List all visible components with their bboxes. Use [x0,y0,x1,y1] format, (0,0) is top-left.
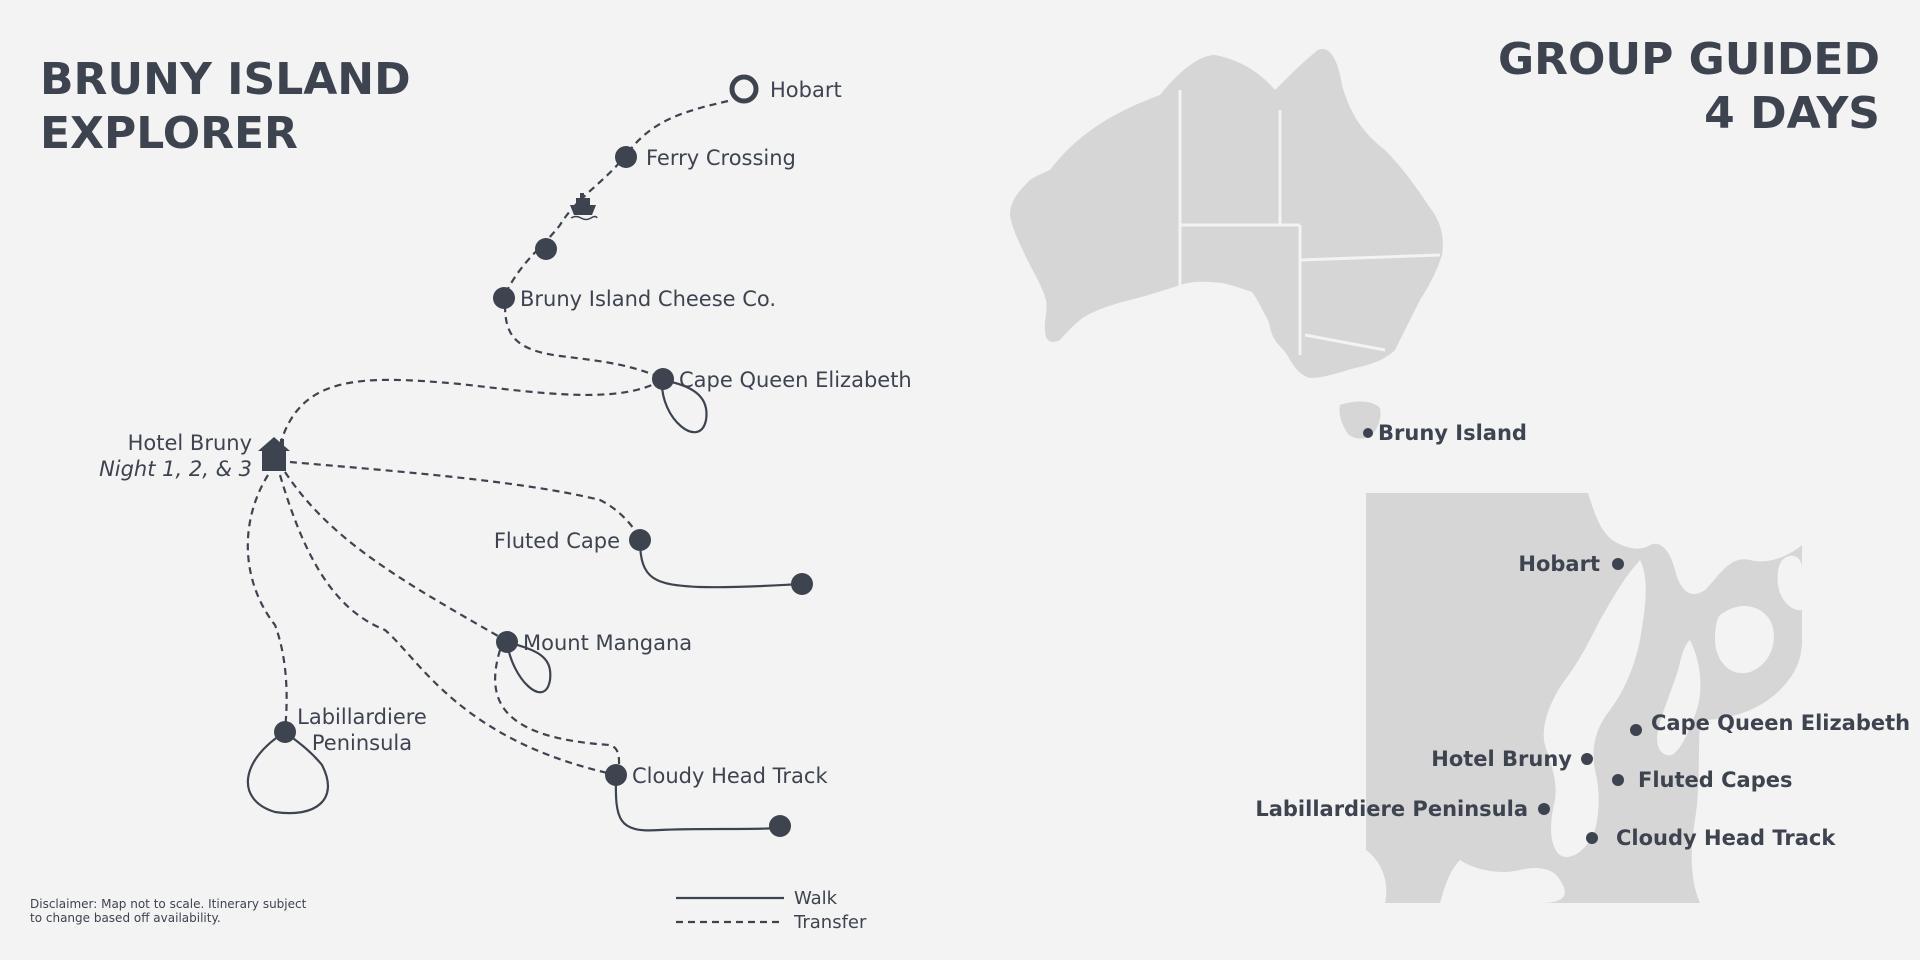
detail-map: Hobart Cape Queen Elizabeth Hotel Bruny … [1255,493,1910,903]
stop-markers [274,74,813,837]
transfer-paths [246,99,729,776]
transfer-hotel-to-cloudy [278,474,613,776]
disclaimer-line-1: Disclaimer: Map not to scale. Itinerary … [30,897,307,911]
walk-labillardiere-loop [246,731,329,815]
legend-transfer-label: Transfer [793,912,867,933]
transfer-hotel-to-labillardiere [246,474,288,731]
stop-marker-cloudy[interactable] [605,764,627,786]
transfer-hotel-to-mangana [284,471,506,641]
transfer-hobart-to-ferry [629,99,729,151]
detail-label-fluted: Fluted Capes [1638,768,1792,792]
detail-dot-cloudy[interactable] [1586,832,1598,844]
label-hotel-bruny: Hotel Bruny [128,431,252,455]
title-line-1: BRUNY ISLAND [40,54,411,105]
state-borders [1178,90,1441,355]
detail-dot-labillardiere[interactable] [1538,803,1550,815]
stop-marker-ferry[interactable] [615,146,637,168]
detail-label-hotel: Hotel Bruny [1431,747,1572,771]
label-hobart: Hobart [770,78,842,102]
stop-marker-cheese[interactable] [493,287,515,309]
transfer-cheese-to-capequeen [503,304,663,380]
ferry-icon [570,193,598,221]
transfer-mangana-to-cloudy [494,649,621,775]
detail-map-dots [1538,558,1642,844]
transfer-hotel-to-fluted [289,460,641,539]
detail-map-water [1366,493,1802,903]
detail-label-hobart: Hobart [1518,552,1600,576]
label-fluted-cape: Fluted Cape [494,529,620,553]
start-ring-marker-icon[interactable] [729,74,759,104]
detail-label-cape-queen: Cape Queen Elizabeth [1651,711,1910,735]
label-labillardiere-2: Peninsula [312,731,412,755]
legend: Walk Transfer [676,888,867,933]
stop-marker-cloudy-end[interactable] [769,815,791,837]
stop-marker-fluted-end[interactable] [791,573,813,595]
detail-dot-cape-queen[interactable] [1630,724,1642,736]
detail-label-cloudy: Cloudy Head Track [1616,826,1836,850]
detail-dot-hobart[interactable] [1612,558,1624,570]
legend-walk-label: Walk [794,888,838,909]
detail-map-labels: Hobart Cape Queen Elizabeth Hotel Bruny … [1255,552,1910,850]
walk-capequeen-loop [660,378,708,434]
label-cloudy-head: Cloudy Head Track [632,764,828,788]
australia-map: Bruny Island [1010,49,1527,445]
walk-paths [246,378,803,832]
stop-marker-labillardiere[interactable] [274,721,296,743]
label-labillardiere-1: Labillardiere [297,705,427,729]
transfer-capequeen-to-hotel [278,378,663,446]
label-cape-queen: Cape Queen Elizabeth [679,368,912,392]
tasmania [1339,401,1381,439]
subtitle-line-1: GROUP GUIDED [1498,34,1880,85]
stop-marker-ferry-island[interactable] [535,238,557,260]
detail-label-labillardiere: Labillardiere Peninsula [1255,797,1528,821]
house-icon[interactable] [258,437,290,471]
walk-cloudy-trail [614,775,781,832]
title-line-2: EXPLORER [40,108,298,159]
transfer-ferry-to-cheese [503,161,621,296]
label-mount-mangana: Mount Mangana [523,631,692,655]
bruny-island-label: Bruny Island [1378,421,1527,445]
bruny-island-dot[interactable] [1363,428,1373,438]
stop-marker-capequeen[interactable] [652,368,674,390]
walk-mangana-loop [505,640,552,694]
walk-fluted-trail [638,539,803,589]
disclaimer-line-2: to change based off availability. [30,911,221,925]
detail-dot-hotel[interactable] [1581,753,1593,765]
stop-marker-mangana[interactable] [496,631,518,653]
route-labels: Hobart Ferry Crossing Bruny Island Chees… [99,78,912,788]
label-hotel-nights: Night 1, 2, & 3 [99,457,252,481]
australia-mainland [1010,49,1443,378]
label-cheese-co: Bruny Island Cheese Co. [520,287,776,311]
label-ferry-crossing: Ferry Crossing [646,146,796,170]
stop-marker-fluted[interactable] [629,529,651,551]
subtitle-line-2: 4 DAYS [1704,88,1880,139]
detail-dot-fluted[interactable] [1612,774,1624,786]
